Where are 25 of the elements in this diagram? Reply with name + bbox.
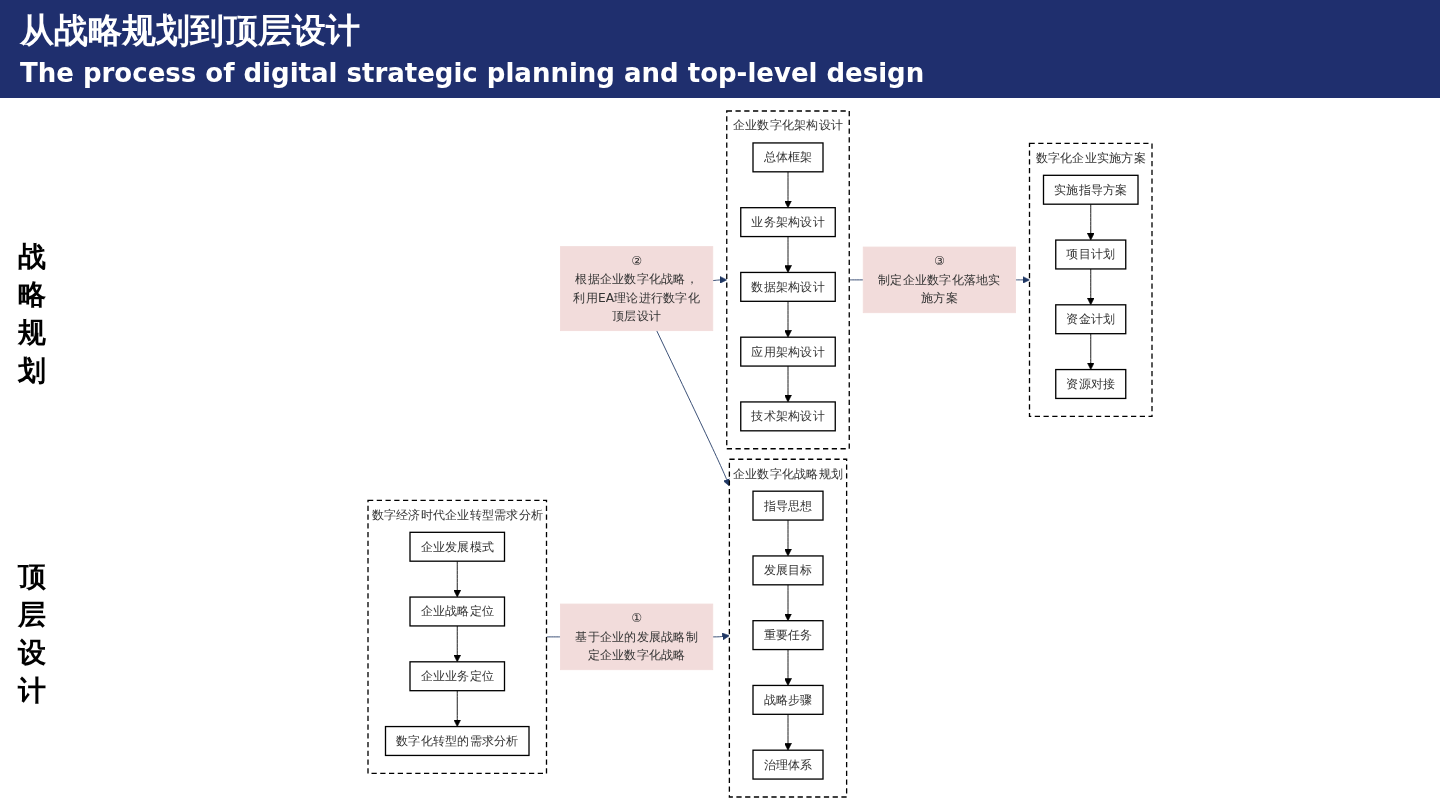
node-box: 发展目标	[752, 555, 824, 586]
node-box: 战略步骤	[752, 684, 824, 715]
node-box: 项目计划	[1055, 239, 1127, 270]
node-box: 治理体系	[752, 749, 824, 780]
subtitle: The process of digital strategic planning and top-level design	[20, 58, 925, 88]
node-box: 总体框架	[752, 142, 824, 173]
node-box: 企业战略定位	[409, 596, 506, 627]
node-box: 指导思想	[752, 490, 824, 521]
node-box: 应用架构设计	[740, 336, 836, 367]
title: 从战略规划到顶层设计	[20, 9, 360, 52]
node-box: 技术架构设计	[740, 401, 836, 432]
node-box: 数字化转型的需求分析	[384, 725, 530, 757]
node-box: 企业发展模式	[409, 531, 506, 562]
node-box: ① 基于企业的发展战略制定企业数字化战略	[560, 603, 714, 671]
section-label: 顶层设计	[18, 559, 47, 709]
node-box: 业务架构设计	[740, 207, 836, 238]
node-box: 重要任务	[752, 620, 824, 651]
node-box: 企业业务定位	[409, 661, 506, 692]
node-box: 数据架构设计	[740, 271, 836, 302]
node-box: 实施指导方案	[1042, 174, 1139, 205]
node-box: ③ 制定企业数字化落地实施方案	[862, 246, 1016, 314]
node-box: 资源对接	[1055, 368, 1127, 400]
node-box: ② 根据企业数字化战略，利用EA理论进行数字化顶层设计	[560, 246, 714, 332]
node-box: 资金计划	[1055, 304, 1127, 335]
section-label: 战略规划	[18, 239, 47, 389]
